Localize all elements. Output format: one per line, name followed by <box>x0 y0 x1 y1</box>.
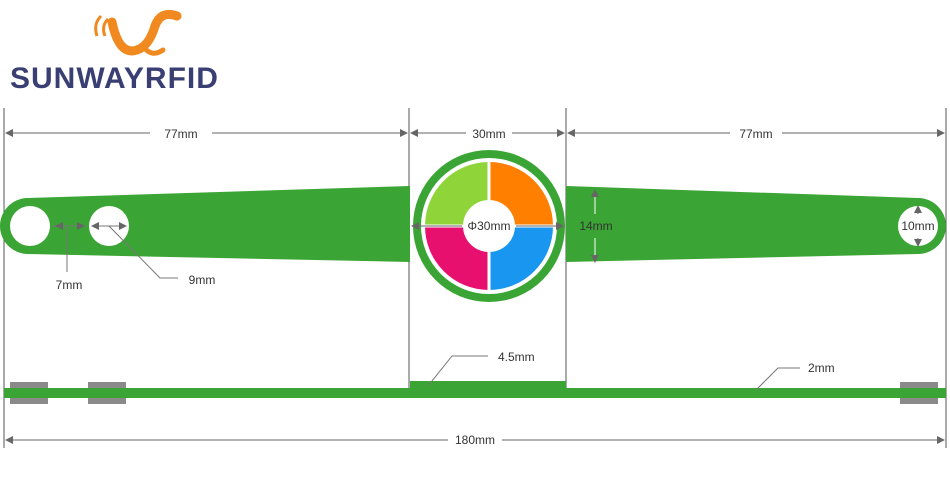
hole-gap-dimension <box>52 222 178 279</box>
dim-center-width: 30mm <box>472 127 505 141</box>
band-side-view <box>4 381 946 404</box>
clasp-mid-top <box>88 382 126 388</box>
dim-hole-gap: 7mm <box>56 278 83 292</box>
end-hole-left <box>10 206 50 246</box>
clasp-left-top <box>10 382 48 388</box>
dim-band-width: 14mm <box>579 219 612 233</box>
dim-center-thickness: 4.5mm <box>498 350 535 364</box>
dim-end-hole: 10mm <box>901 219 934 233</box>
thickness-callouts <box>427 355 800 391</box>
dim-left-length: 77mm <box>164 127 197 141</box>
dim-diameter: Φ30mm <box>468 219 511 233</box>
dim-hole-dia: 9mm <box>189 273 216 287</box>
clasp-mid-bottom <box>88 398 126 404</box>
dim-right-length: 77mm <box>739 127 772 141</box>
clasp-right-bottom <box>900 398 938 404</box>
brand-name: SUNWAYRFID <box>10 62 219 95</box>
clasp-left-bottom <box>10 398 48 404</box>
clasp-right-top <box>900 382 938 388</box>
brand-logo: SUNWAYRFID <box>0 0 262 100</box>
end-hole-right <box>898 206 938 246</box>
wave-logo-icon <box>94 9 182 56</box>
dim-strap-thickness: 2mm <box>808 361 835 375</box>
dim-total-length: 180mm <box>455 433 495 447</box>
